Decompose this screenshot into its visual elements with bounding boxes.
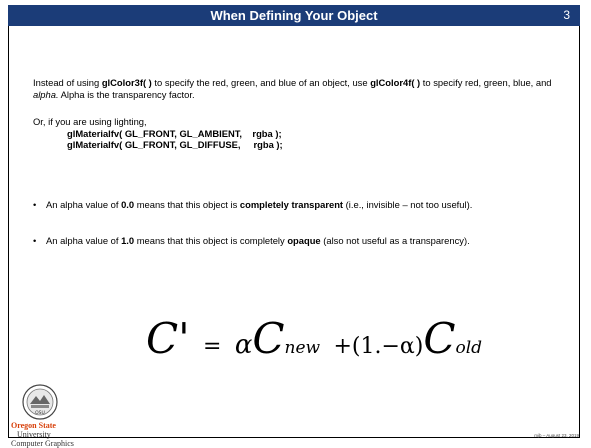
bullet1-text-2: means that this object is bbox=[134, 199, 240, 210]
code-line-ambient: glMaterialfv( GL_FRONT, GL_AMBIENT, rgba… bbox=[67, 127, 282, 139]
eq-alpha: α bbox=[234, 330, 253, 360]
bullet-dot: • bbox=[33, 235, 37, 246]
bullet-item: • An alpha value of 0.0 means that this o… bbox=[33, 199, 573, 211]
bullet2-text-3: (also not useful as a transparency). bbox=[320, 235, 470, 246]
alpha-term: alpha. bbox=[33, 88, 59, 100]
eq-plus: + bbox=[333, 334, 352, 359]
eq-c-new: C bbox=[252, 314, 285, 363]
code-line-diffuse: glMaterialfv( GL_FRONT, GL_DIFFUSE, rgba… bbox=[67, 139, 283, 150]
bullet-dot: • bbox=[33, 199, 37, 210]
eq-c-old: C bbox=[423, 314, 456, 363]
title-bar: When Defining Your Object 3 bbox=[8, 5, 580, 26]
bullet1-text-1: An alpha value of bbox=[46, 199, 122, 210]
logo-university: University bbox=[17, 430, 51, 439]
intro-paragraph: Instead of using glColor3f( ) to specify… bbox=[33, 77, 575, 100]
intro-text-4: Alpha is the transparency factor. bbox=[58, 88, 195, 100]
slide-title: When Defining Your Object bbox=[210, 8, 378, 23]
intro-text-2: to specify the red, green, and blue of a… bbox=[151, 77, 371, 88]
bullet-item: • An alpha value of 1.0 means that this o… bbox=[33, 235, 573, 247]
glcolor3f-term: glColor3f( ) bbox=[101, 77, 152, 88]
intro-text-3: to specify red, green, blue, and bbox=[420, 77, 552, 88]
bullet1-emphasis: completely transparent bbox=[239, 199, 344, 210]
glcolor4f-term: glColor4f( ) bbox=[370, 77, 421, 88]
osu-logo-text: Oregon State University Computer Graphic… bbox=[11, 421, 96, 448]
eq-sub-old: old bbox=[455, 338, 483, 358]
bullet2-emphasis: opaque bbox=[287, 235, 321, 246]
lighting-intro: Or, if you are using lighting, bbox=[33, 116, 147, 127]
eq-paren: (1.−α) bbox=[351, 334, 424, 359]
osu-seal-icon: OSU bbox=[22, 384, 58, 420]
footer-credit: mjb – August 23, 2019 bbox=[534, 433, 579, 438]
svg-text:OSU: OSU bbox=[35, 410, 45, 416]
eq-lhs: C' bbox=[146, 314, 190, 363]
logo-oregon-state: Oregon State bbox=[11, 421, 56, 430]
blend-equation: C' = αCnew +(1.−α)Cold bbox=[146, 318, 482, 360]
eq-equals: = bbox=[203, 334, 222, 359]
bullet2-text-2: means that this object is completely bbox=[134, 235, 288, 246]
slide-frame bbox=[8, 5, 580, 438]
lighting-paragraph: Or, if you are using lighting, glMateria… bbox=[33, 116, 575, 151]
bullet2-value: 1.0 bbox=[121, 235, 135, 246]
bullet1-text-3: (i.e., invisible – not too useful). bbox=[343, 199, 473, 210]
intro-text-1: Instead of using bbox=[33, 77, 102, 88]
eq-sub-new: new bbox=[284, 338, 321, 358]
bullet1-value: 0.0 bbox=[121, 199, 135, 210]
bullet2-text-1: An alpha value of bbox=[46, 235, 122, 246]
logo-computer-graphics: Computer Graphics bbox=[11, 439, 74, 448]
page-number: 3 bbox=[563, 8, 570, 22]
